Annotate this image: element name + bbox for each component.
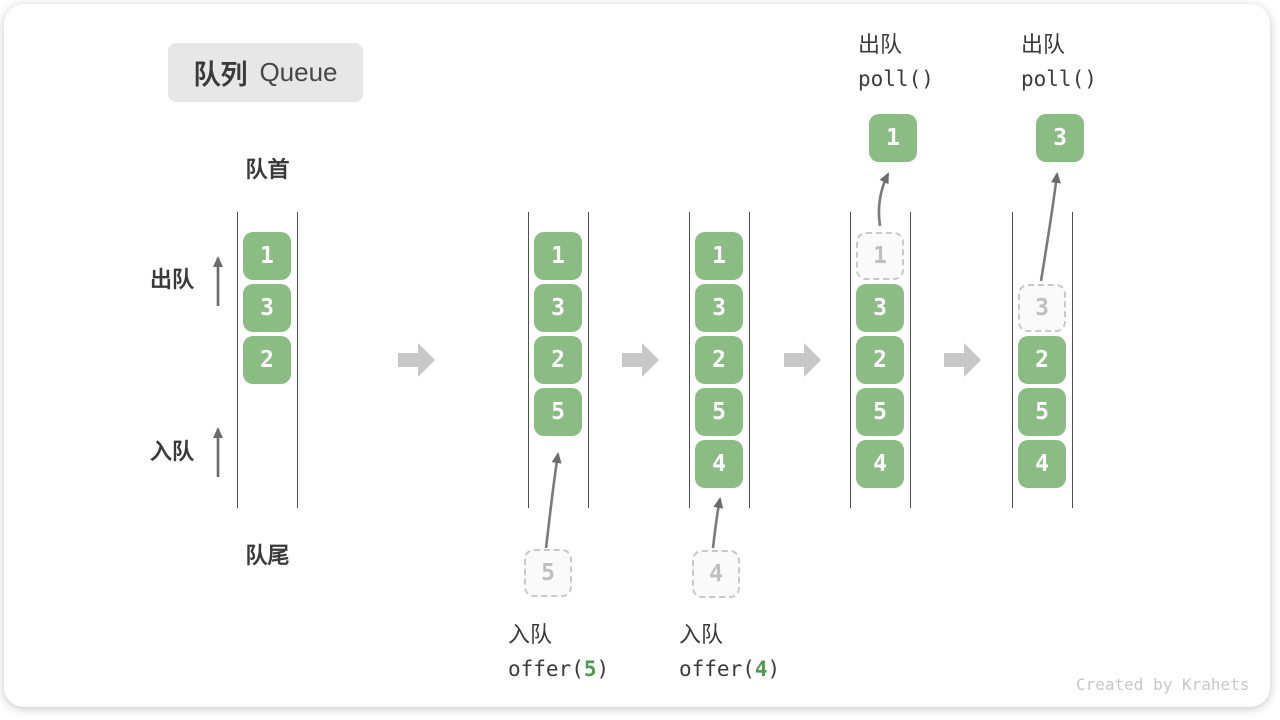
queue-item-ghost: 1 (856, 232, 904, 280)
polled-item: 3 (1036, 114, 1084, 162)
queue-item: 3 (695, 284, 743, 332)
title-box: 队列 Queue (168, 43, 363, 102)
polled-item: 1 (869, 114, 917, 162)
queue-column-1: 1 3 2 (237, 212, 298, 508)
operation-code: poll() (1021, 67, 1097, 91)
title-en: Queue (259, 57, 338, 87)
queue-item: 3 (243, 284, 291, 332)
label-queue-front: 队首 (245, 157, 290, 182)
queue-item: 3 (534, 284, 582, 332)
queue-item: 2 (243, 336, 291, 384)
queue-column-5: 3 2 5 4 (1012, 212, 1073, 508)
queue-item: 3 (856, 284, 904, 332)
state-transition-arrow (784, 343, 821, 377)
state-transition-arrow (622, 343, 659, 377)
operation-code: offer(4) (679, 657, 781, 681)
queue-item: 4 (856, 440, 904, 488)
label-dequeue-direction: 出队 (150, 267, 195, 292)
queue-column-2: 1 3 2 5 (528, 212, 589, 508)
queue-item: 2 (1018, 336, 1066, 384)
queue-item: 4 (1018, 440, 1066, 488)
queue-item: 2 (534, 336, 582, 384)
operation-label: 出队 (858, 32, 903, 57)
title-zh: 队列 (193, 60, 248, 90)
pending-enqueue-item: 4 (692, 550, 740, 598)
label-enqueue-direction: 入队 (150, 439, 195, 464)
queue-item: 5 (534, 388, 582, 436)
label-queue-rear: 队尾 (245, 543, 290, 568)
queue-item: 1 (695, 232, 743, 280)
operation-label: 入队 (508, 622, 553, 647)
state-transition-arrow (398, 343, 435, 377)
operation-poll-1: 出队 poll() (858, 27, 934, 91)
queue-item: 1 (534, 232, 582, 280)
queue-item: 5 (856, 388, 904, 436)
operation-code: poll() (858, 67, 934, 91)
queue-item: 5 (1018, 388, 1066, 436)
operation-offer-5: 入队 offer(5) (508, 617, 609, 681)
queue-item: 5 (695, 388, 743, 436)
queue-item: 2 (856, 336, 904, 384)
queue-item: 4 (695, 440, 743, 488)
operation-offer-4: 入队 offer(4) (679, 617, 780, 681)
queue-column-4: 1 3 2 5 4 (850, 212, 911, 508)
queue-item: 2 (695, 336, 743, 384)
queue-item-ghost: 3 (1018, 284, 1066, 332)
state-transition-arrow (944, 343, 981, 377)
operation-poll-2: 出队 poll() (1021, 27, 1097, 91)
operation-label: 入队 (679, 622, 724, 647)
operation-code: offer(5) (508, 657, 610, 681)
queue-item: 1 (243, 232, 291, 280)
queue-column-3: 1 3 2 5 4 (689, 212, 750, 508)
pending-enqueue-item: 5 (524, 549, 572, 597)
operation-label: 出队 (1021, 32, 1066, 57)
watermark: Created by Krahets (1076, 675, 1250, 694)
